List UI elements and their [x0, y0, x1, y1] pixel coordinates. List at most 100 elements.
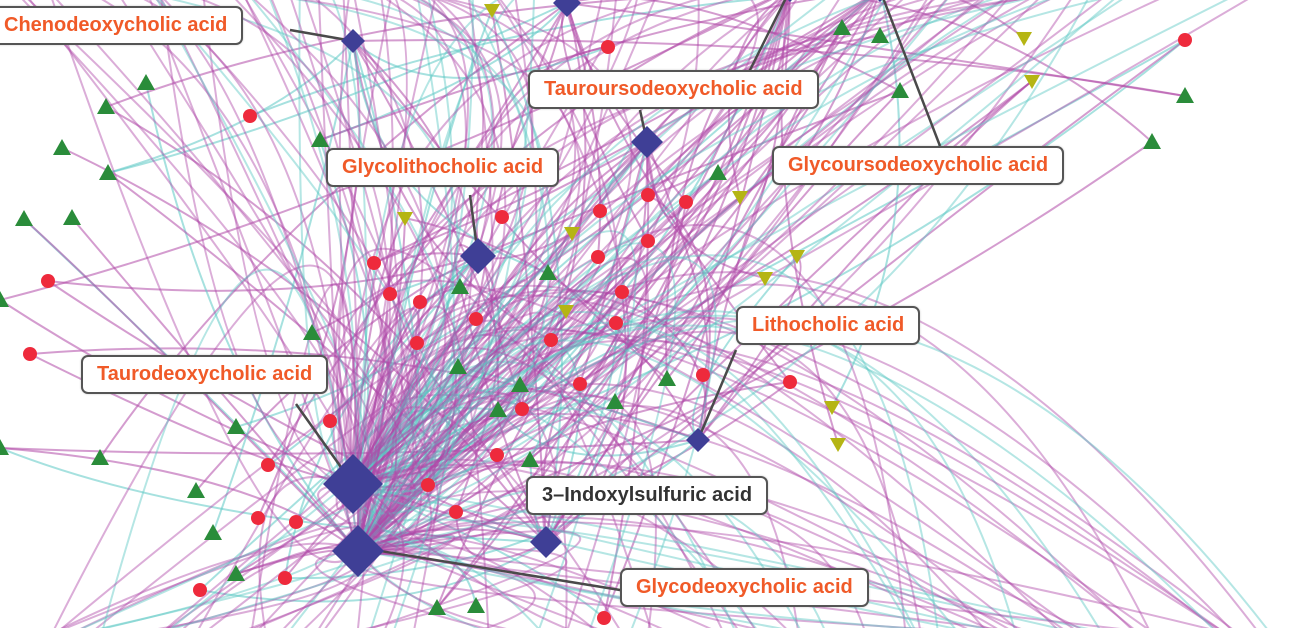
- triangle-down-node: [830, 438, 846, 452]
- label-chenodeoxycholic-acid[interactable]: Chenodeoxycholic acid: [0, 6, 244, 45]
- edge: [352, 360, 735, 628]
- edge: [249, 0, 758, 117]
- edge: [404, 217, 699, 441]
- edge: [357, 283, 1150, 628]
- metabolite-circle-node: [41, 274, 55, 288]
- edge: [53, 264, 357, 628]
- edge: [545, 39, 1186, 543]
- label-glycolithocholic-acid[interactable]: Glycolithocholic acid: [326, 148, 560, 187]
- triangle-up-node: [833, 19, 851, 35]
- edge: [357, 461, 1082, 628]
- metabolite-circle-node: [413, 295, 427, 309]
- edge: [284, 439, 699, 580]
- bile-acid-hub-diamond: [686, 428, 710, 452]
- edge: [352, 0, 503, 485]
- edge: [357, 339, 1216, 628]
- edge: [357, 544, 477, 607]
- bile-acid-hub-diamond: [332, 525, 384, 577]
- metabolite-circle-node: [410, 336, 424, 350]
- edge: [357, 9, 493, 552]
- triangle-up-node: [137, 74, 155, 90]
- triangle-up-node: [449, 358, 467, 374]
- edge: [352, 0, 1102, 487]
- edge: [357, 533, 712, 628]
- edge: [21, 0, 383, 552]
- edge: [356, 0, 1023, 552]
- edge: [352, 230, 637, 628]
- edge: [352, 0, 1050, 485]
- edge: [357, 0, 977, 552]
- metabolite-circle-node: [573, 377, 587, 391]
- triangle-down-node: [789, 250, 805, 264]
- edge: [283, 255, 646, 628]
- edge: [319, 139, 370, 485]
- edge: [352, 0, 494, 485]
- metabolite-circle-node: [367, 256, 381, 270]
- metabolite-circle-node: [289, 515, 303, 529]
- edge: [545, 80, 1033, 543]
- edge: [357, 404, 799, 628]
- edge: [351, 286, 461, 485]
- label-lithocholic-acid[interactable]: Lithocholic acid: [736, 306, 921, 345]
- edge: [352, 412, 1064, 628]
- metabolite-circle-node: [597, 611, 611, 625]
- edge: [318, 279, 527, 628]
- edge: [304, 0, 415, 552]
- edge: [357, 256, 649, 628]
- edge: [357, 395, 657, 628]
- triangle-down-node: [397, 212, 413, 226]
- edge: [324, 520, 397, 628]
- edge: [357, 0, 784, 552]
- edge: [352, 310, 567, 485]
- edge: [455, 255, 501, 513]
- metabolite-circle-node: [593, 204, 607, 218]
- edge: [269, 0, 358, 485]
- triangle-down-node: [1016, 32, 1032, 46]
- edge: [290, 333, 506, 628]
- edge: [497, 409, 699, 457]
- edge: [353, 0, 403, 552]
- bile-acid-hub-diamond: [323, 454, 383, 514]
- label-leader-line: [289, 28, 354, 43]
- edge: [357, 321, 916, 628]
- metabolite-circle-node: [615, 285, 629, 299]
- edge: [257, 40, 361, 519]
- triangle-up-node: [606, 393, 624, 409]
- edge: [357, 0, 1005, 552]
- metabolite-circle-node: [515, 402, 529, 416]
- triangle-up-node: [539, 264, 557, 280]
- label-taurodeoxycholic-acid[interactable]: Taurodeoxycholic acid: [81, 355, 329, 394]
- edge: [198, 307, 421, 628]
- edge: [352, 0, 494, 491]
- metabolite-circle-node: [23, 347, 37, 361]
- edge: [957, 0, 1025, 39]
- label-glycoursodeoxycholic-acid[interactable]: Glycoursodeoxycholic acid: [772, 146, 1065, 185]
- edge: [357, 537, 595, 628]
- edge: [357, 324, 1214, 628]
- edge: [579, 141, 649, 385]
- edge: [352, 39, 1186, 485]
- edge: [248, 534, 456, 628]
- label-tauroursodeoxycholic-acid[interactable]: Tauroursodeoxycholic acid: [528, 70, 819, 109]
- label-leaders: [289, 0, 942, 592]
- edge: [100, 483, 374, 628]
- edge: [352, 284, 1058, 628]
- bile-acid-hub-diamond: [631, 126, 663, 158]
- triangle-up-node: [227, 565, 245, 581]
- triangle-down-node: [824, 401, 840, 415]
- edge: [102, 268, 359, 628]
- edge: [338, 247, 738, 628]
- edge: [160, 0, 365, 486]
- metabolite-circle-node: [641, 188, 655, 202]
- edge: [298, 0, 581, 485]
- label-glycodeoxycholic-acid[interactable]: Glycodeoxycholic acid: [620, 568, 869, 607]
- metabolite-circle-node: [278, 571, 292, 585]
- edge: [352, 40, 500, 411]
- triangle-up-node: [511, 376, 529, 392]
- edge: [352, 255, 717, 628]
- edge: [337, 0, 1021, 552]
- edge: [666, 0, 791, 380]
- label-leader-line: [379, 549, 621, 592]
- label-3-indoxylsulfuric-acid[interactable]: 3–Indoxylsulfuric acid: [526, 476, 769, 515]
